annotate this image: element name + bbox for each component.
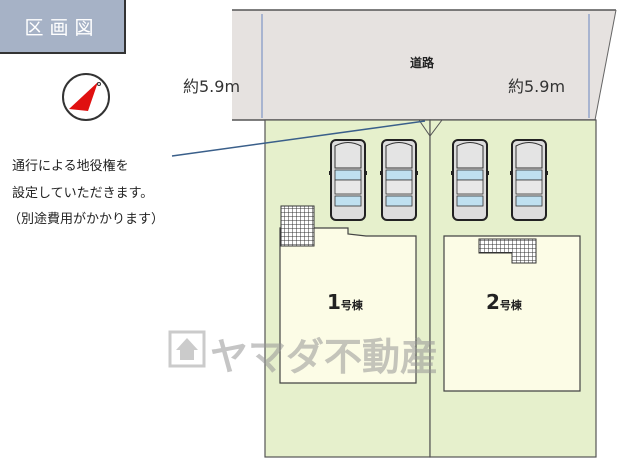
road	[232, 10, 616, 120]
car-icon	[509, 139, 549, 221]
building-2-outline	[443, 235, 581, 392]
easement-note-line-2: 設定していただきます。	[12, 186, 154, 201]
building-1-label: 1号棟	[327, 290, 363, 314]
building-2-label: 2号棟	[486, 290, 522, 314]
road-width-right: 約5.9m	[508, 77, 566, 96]
watermark: ヤマダ不動産	[210, 335, 439, 379]
watermark-logo-icon	[168, 330, 206, 368]
car-icon	[379, 139, 419, 221]
road-label: 道路	[410, 56, 435, 70]
leader-line	[171, 120, 426, 157]
car-icon	[328, 139, 368, 221]
page-title: 区画図	[0, 0, 126, 54]
north-compass-icon	[62, 73, 110, 121]
easement-note-line-1: 通行による地役権を	[12, 159, 129, 174]
road-width-left: 約5.9m	[183, 77, 241, 96]
car-icon	[450, 139, 490, 221]
building-1-outline	[279, 227, 417, 384]
easement-note-line-3: （別途費用がかかります）	[8, 212, 165, 227]
hatch-area-1	[280, 205, 315, 247]
hatch-area-2	[478, 238, 537, 264]
